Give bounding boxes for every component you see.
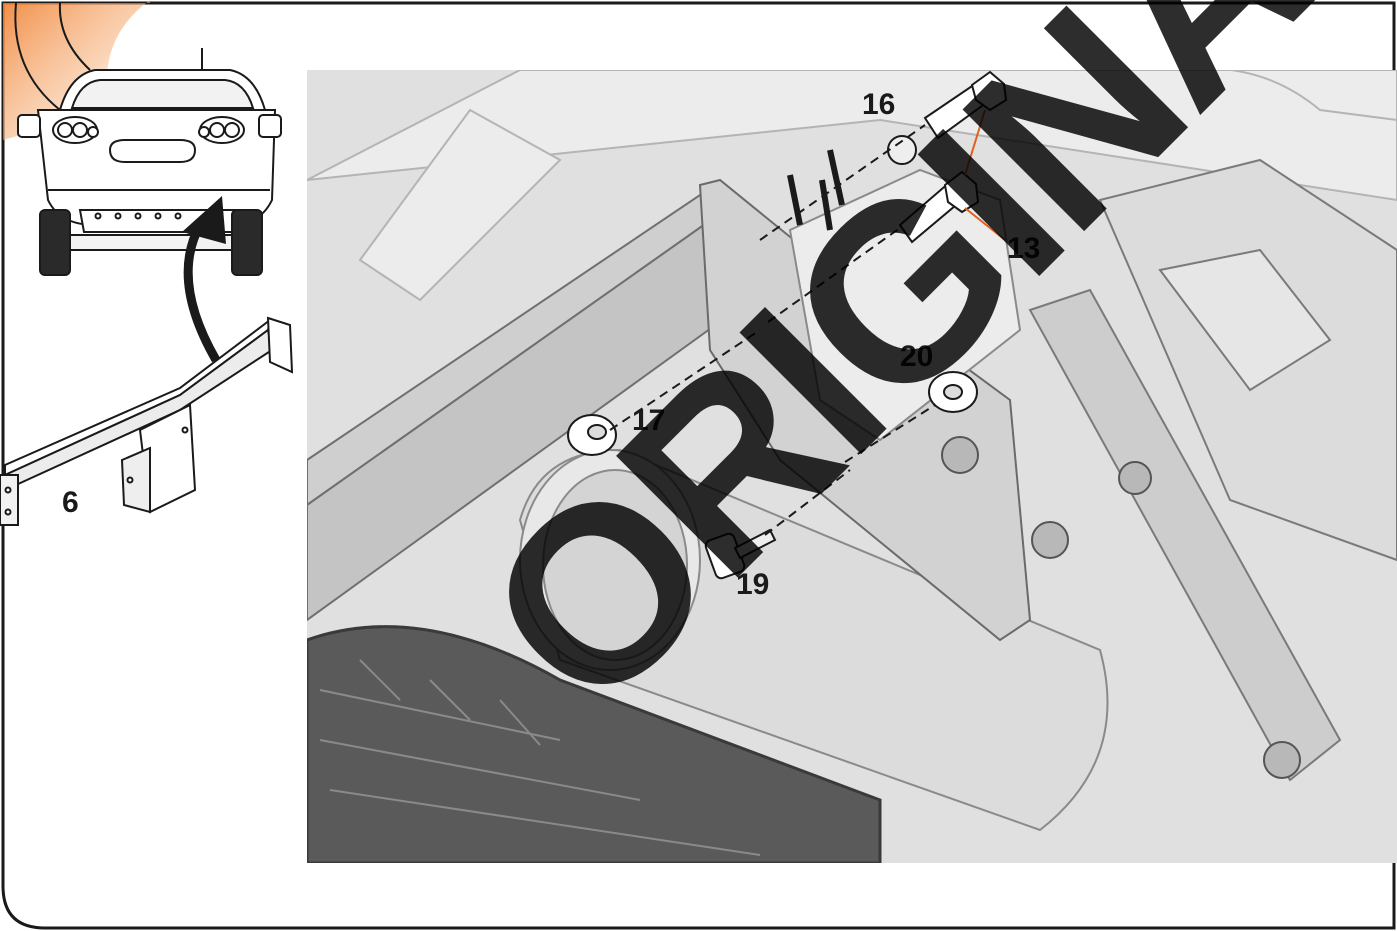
corner-accent — [3, 0, 150, 140]
tire — [307, 625, 882, 863]
mounting-arrow — [182, 196, 226, 363]
part-label-17: 17 — [632, 404, 666, 437]
part-label-20: 20 — [900, 340, 934, 373]
part-label-13: 13 — [1007, 232, 1041, 265]
part-label-16: 16 — [862, 88, 896, 121]
part-label-19: 19 — [736, 568, 770, 601]
crossbar-part — [0, 316, 294, 526]
underbody-scene — [307, 70, 1397, 863]
part-label-6: 6 — [62, 486, 79, 519]
